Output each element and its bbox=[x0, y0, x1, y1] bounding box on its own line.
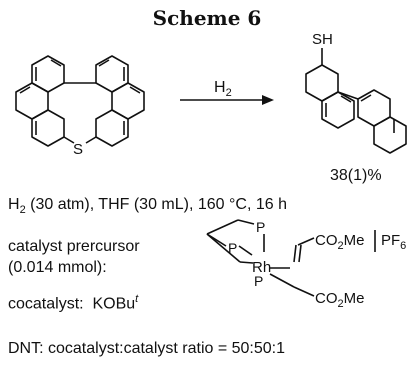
phosphorus-label-bottom: P bbox=[254, 273, 263, 289]
product-molecule bbox=[305, 48, 407, 154]
rhodium-complex-structure bbox=[206, 219, 376, 297]
reagent-label: H2 bbox=[214, 79, 232, 99]
cocatalyst-line: cocatalyst: KOBut bbox=[8, 293, 139, 313]
phosphorus-label-middle: P bbox=[228, 240, 237, 256]
phosphorus-label-top: P bbox=[256, 219, 265, 235]
rhodium-label: Rh bbox=[252, 259, 271, 276]
catalyst-label-line2: (0.014 mmol): bbox=[8, 259, 107, 276]
scheme-title: Scheme 6 bbox=[152, 6, 262, 30]
thiol-group-label: SH bbox=[312, 31, 333, 48]
reaction-conditions: H2 (30 atm), THF (30 mL), 160 °C, 16 h bbox=[8, 196, 287, 217]
sulfur-atom-label: S bbox=[73, 141, 83, 158]
counterion-label: PF6 bbox=[381, 232, 406, 252]
ester-group-bottom: CO2Me bbox=[315, 290, 364, 310]
reactant-molecule bbox=[15, 55, 145, 147]
ratio-line: DNT: cocatalyst:catalyst ratio = 50:50:1 bbox=[8, 340, 286, 357]
catalyst-label-line1: catalyst prercursor bbox=[8, 238, 140, 255]
product-yield: 38(1)% bbox=[330, 167, 382, 184]
ester-group-top: CO2Me bbox=[315, 232, 364, 252]
